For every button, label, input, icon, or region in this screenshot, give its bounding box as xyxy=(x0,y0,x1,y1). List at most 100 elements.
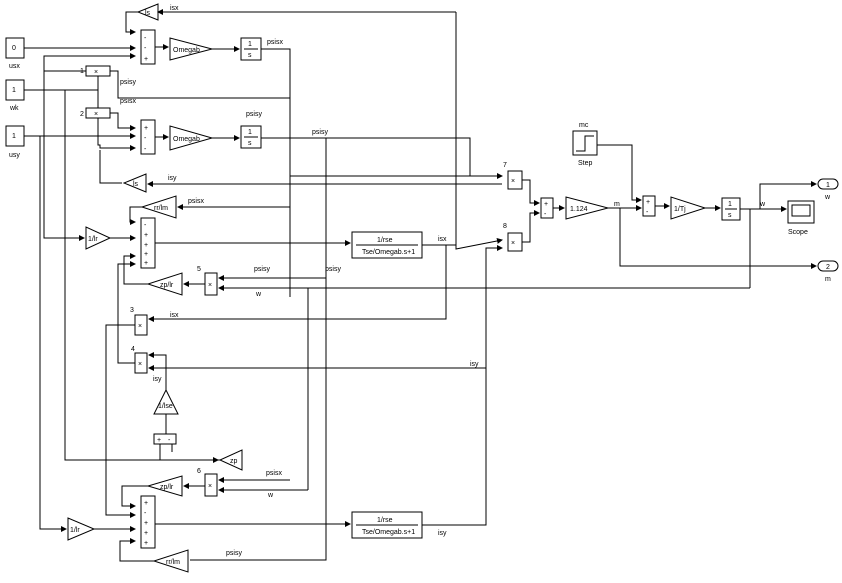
product-3[interactable]: × 3 xyxy=(130,307,148,336)
gain-1124[interactable]: 1.124 xyxy=(565,196,610,220)
label-isy-right: isy xyxy=(470,361,479,368)
gain-inv-lr-bottom[interactable]: 1/lr xyxy=(67,517,96,541)
product-4[interactable]: × 4 xyxy=(131,346,148,374)
transfer-fcn-isy[interactable]: 1/rse Tse/Omegab.s+1 xyxy=(351,511,423,539)
label-isx-p3: isx xyxy=(170,312,179,319)
label-w-p6: w xyxy=(267,492,274,499)
label-psisx-rr: psisx xyxy=(188,198,204,205)
source-usx[interactable]: 0 usx xyxy=(5,37,25,70)
svg-text:s: s xyxy=(728,212,732,219)
svg-text:s: s xyxy=(248,140,252,147)
product-8[interactable]: × 8 xyxy=(503,223,523,252)
gain-inv-lr-top[interactable]: 1/lr xyxy=(85,226,112,250)
svg-text:+: + xyxy=(646,199,650,206)
gain-inv-tj[interactable]: 1/Tj xyxy=(670,196,707,220)
svg-text:×: × xyxy=(94,111,98,118)
gain-inv-lse[interactable]: 1/lse xyxy=(153,388,179,415)
label-isy-mid: isy xyxy=(168,175,177,182)
label-isx-tf: isx xyxy=(438,236,447,243)
svg-text:×: × xyxy=(511,240,515,247)
svg-text:1: 1 xyxy=(12,87,16,94)
integrator-w[interactable]: 1 s xyxy=(721,197,741,221)
outport-w[interactable]: 1 w xyxy=(817,178,839,201)
label-psisy-bus: psisy xyxy=(312,129,328,136)
svg-text:1.124: 1.124 xyxy=(570,206,588,213)
label-m: m xyxy=(614,201,620,208)
label-w-out: w xyxy=(759,201,766,208)
svg-text:+: + xyxy=(144,260,148,267)
sum-torque[interactable]: + - xyxy=(540,197,554,219)
svg-text:5: 5 xyxy=(197,266,201,273)
svg-text:-: - xyxy=(144,510,147,517)
gain-omegab-x[interactable]: Omegab xyxy=(169,37,214,61)
svg-text:ls: ls xyxy=(145,10,151,17)
gain-ls-top[interactable]: ls xyxy=(136,3,159,21)
svg-text:usy: usy xyxy=(9,152,20,159)
svg-text:+: + xyxy=(144,500,148,507)
svg-text:+: + xyxy=(144,540,148,547)
svg-text:+: + xyxy=(144,56,148,63)
svg-text:1/rse: 1/rse xyxy=(377,517,393,524)
svg-text:×: × xyxy=(511,178,515,185)
label-psisy-rr: psisy xyxy=(226,550,242,557)
svg-text:1: 1 xyxy=(248,129,252,136)
step-block[interactable]: Step mc xyxy=(572,122,598,167)
svg-text:-: - xyxy=(144,45,147,52)
svg-text:ls: ls xyxy=(133,181,139,188)
sum-psisy[interactable]: + - - xyxy=(140,119,156,155)
label-isy-tf: isy xyxy=(438,530,447,537)
integrator-psisx[interactable]: 1 s xyxy=(240,37,262,61)
svg-text:zp/lr: zp/lr xyxy=(160,282,174,289)
gain-zp-lr-bottom[interactable]: zp/lr xyxy=(146,475,183,497)
sum-psisx[interactable]: - - + xyxy=(140,29,156,65)
source-wk[interactable]: 1 wk xyxy=(5,79,25,112)
svg-text:Scope: Scope xyxy=(788,229,808,236)
label-psisx-p6: psisx xyxy=(266,470,282,477)
gain-rr-lm-bottom[interactable]: rr/lm xyxy=(152,549,189,573)
svg-text:Omegab: Omegab xyxy=(173,47,200,54)
product-2[interactable]: × 2 xyxy=(80,107,111,119)
svg-text:7: 7 xyxy=(503,162,507,169)
product-6[interactable]: × 6 xyxy=(197,468,218,497)
product-5[interactable]: × 5 xyxy=(197,266,218,296)
svg-text:+: + xyxy=(144,251,148,258)
svg-text:+: + xyxy=(157,437,161,444)
svg-text:+: + xyxy=(144,242,148,249)
gain-zp[interactable]: zp xyxy=(218,449,243,471)
gain-omegab-y[interactable]: Omegab xyxy=(169,125,214,151)
svg-text:rr/lm: rr/lm xyxy=(154,205,168,212)
gain-ls-mid[interactable]: ls xyxy=(122,173,147,193)
svg-text:zp: zp xyxy=(230,458,238,465)
svg-text:1: 1 xyxy=(826,182,830,189)
transfer-fcn-isx[interactable]: 1/rse Tse/Omegab.s+1 xyxy=(351,231,423,259)
outport-m[interactable]: 2 m xyxy=(817,260,839,283)
svg-text:1/rse: 1/rse xyxy=(377,237,393,244)
product-7[interactable]: × 7 xyxy=(503,162,523,190)
sum-isx[interactable]: - + + + + xyxy=(140,217,156,269)
svg-text:1: 1 xyxy=(248,41,252,48)
svg-text:w: w xyxy=(824,194,831,201)
svg-text:m: m xyxy=(825,276,831,283)
svg-text:3: 3 xyxy=(130,307,134,314)
svg-text:rr/lm: rr/lm xyxy=(166,559,180,566)
svg-text:1/lr: 1/lr xyxy=(70,527,80,534)
svg-text:+: + xyxy=(144,232,148,239)
signal-lines xyxy=(24,9,817,562)
svg-text:0: 0 xyxy=(12,45,16,52)
sum-lse[interactable]: + - xyxy=(153,433,177,445)
source-usy[interactable]: 1 usy xyxy=(5,125,25,159)
sum-isy[interactable]: + - + + + xyxy=(140,495,156,549)
svg-text:-: - xyxy=(168,437,171,444)
svg-text:-: - xyxy=(144,146,147,153)
gain-zp-lr-top[interactable]: zp/lr xyxy=(146,272,183,296)
integrator-psisy[interactable]: 1 s xyxy=(240,125,262,149)
label-psisy-bus2: psisy xyxy=(325,266,341,273)
svg-text:1/lr: 1/lr xyxy=(88,236,98,243)
svg-text:2: 2 xyxy=(80,111,84,118)
gain-rr-lm-top[interactable]: rr/lm xyxy=(140,195,177,219)
svg-text:1: 1 xyxy=(728,201,732,208)
scope-block[interactable]: Scope xyxy=(787,200,815,236)
label-psisx-out: psisx xyxy=(267,39,283,46)
svg-text:Tse/Omegab.s+1: Tse/Omegab.s+1 xyxy=(362,249,415,256)
sum-mech[interactable]: + - xyxy=(642,195,656,217)
